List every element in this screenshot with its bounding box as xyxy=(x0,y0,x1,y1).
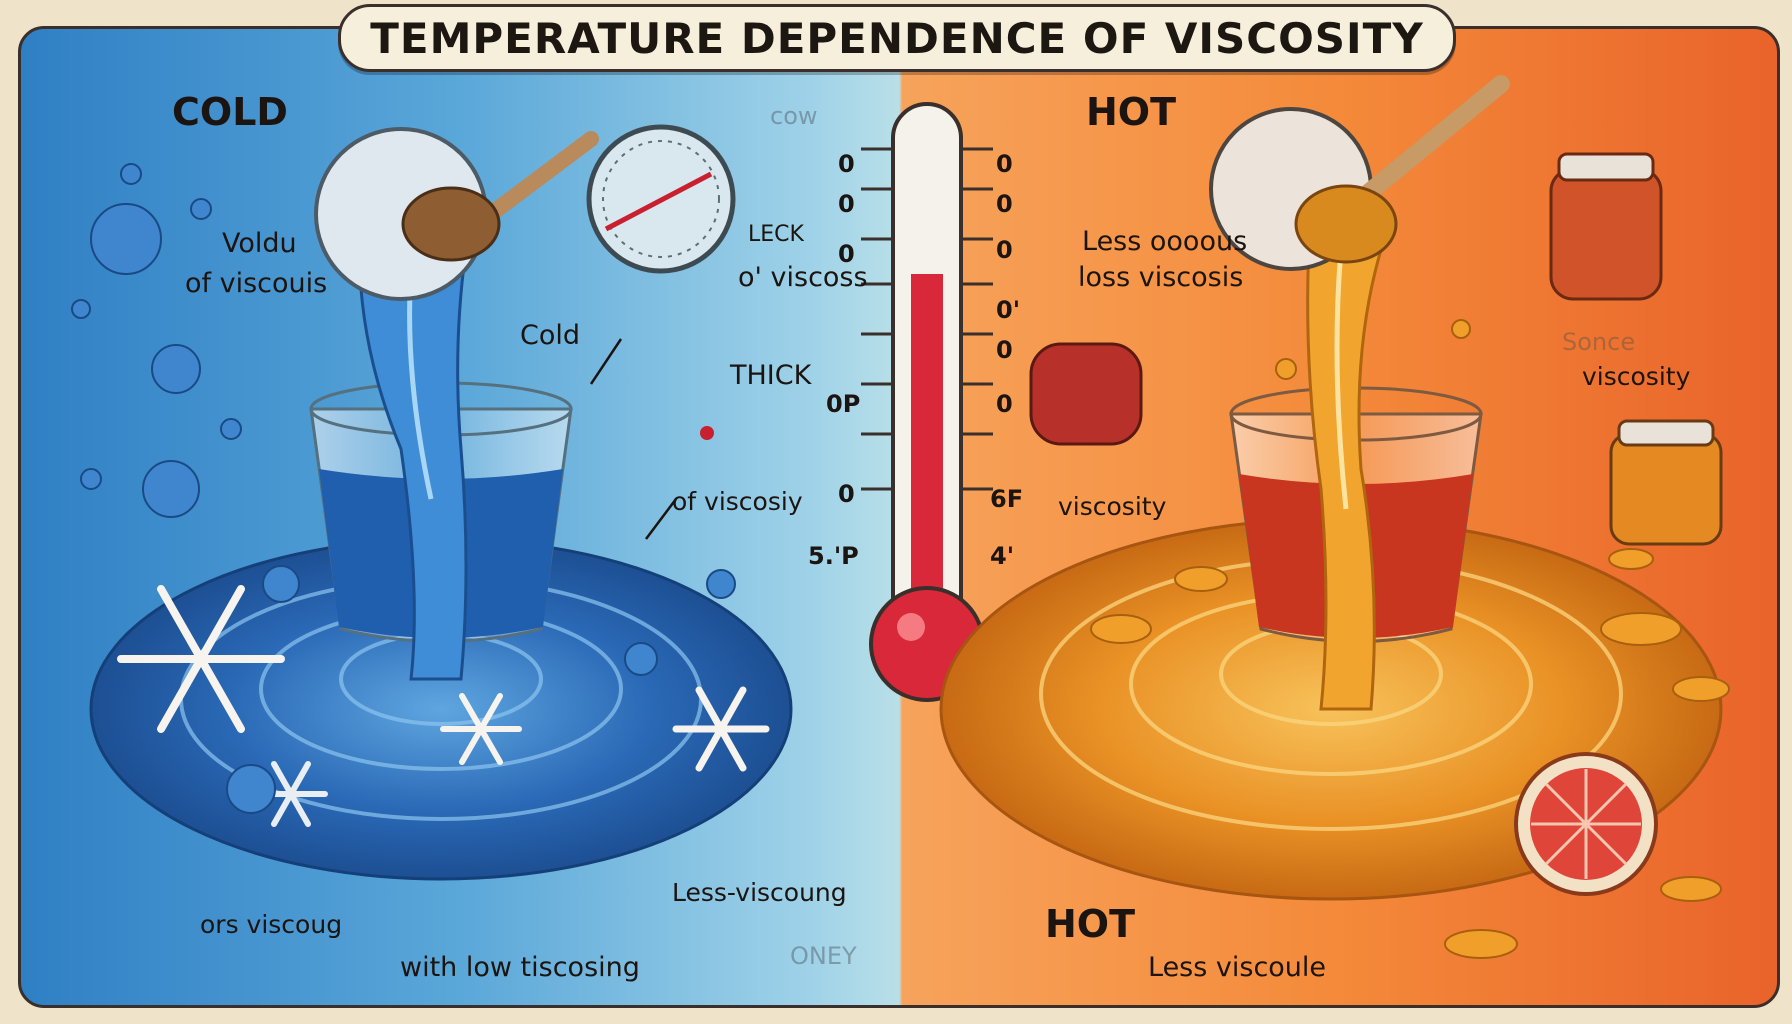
hot-label: viscosity xyxy=(1582,362,1691,391)
thermo-left-tick: 5.'P xyxy=(808,542,859,570)
thermo-right-tick: 0 xyxy=(996,336,1013,364)
hot-label: Less viscoule xyxy=(1148,952,1327,983)
hot-droplets xyxy=(1090,319,1730,959)
thermo-right-tick: 0' xyxy=(996,296,1021,324)
hot-label: viscosity xyxy=(1058,492,1167,521)
thermo-left-tick: 0 xyxy=(838,240,855,268)
thermometer xyxy=(861,102,993,702)
thermo-left-tick: 0 xyxy=(838,150,855,178)
title-banner: TEMPERATURE DEPENDENCE OF VISCOSITY xyxy=(338,4,1456,72)
cold-label: with low tiscosing xyxy=(400,952,640,983)
cold-label: Less-viscoung xyxy=(672,878,847,907)
cold-header: COLD xyxy=(172,90,288,134)
cold-dial xyxy=(586,124,736,274)
thermo-left-tick: 0 xyxy=(838,190,855,218)
thermo-right-tick: 4' xyxy=(990,542,1015,570)
hot-header: HOT xyxy=(1086,90,1177,134)
thermo-right-tick: 0 xyxy=(996,236,1013,264)
cold-honey-dipper xyxy=(314,127,599,301)
thermo-left-tick: 0 xyxy=(838,480,855,508)
cold-droplets xyxy=(71,163,736,814)
cold-label: cow xyxy=(770,102,818,130)
thermo-right-tick: 0 xyxy=(996,190,1013,218)
cold-label: ONEY xyxy=(790,942,857,970)
cold-label: LECK xyxy=(748,222,804,247)
honey-jar-icons xyxy=(1029,152,1723,546)
cold-label: ors viscoug xyxy=(200,910,343,939)
hot-label: loss viscosis xyxy=(1078,262,1244,293)
thermo-right-tick: 6F xyxy=(990,485,1024,513)
cold-label: Voldu xyxy=(222,228,297,259)
cold-stream xyxy=(357,207,473,681)
hot-label: Less oooous xyxy=(1082,226,1248,257)
hot-honey-dipper xyxy=(1209,75,1510,271)
hot-stream xyxy=(1306,207,1394,711)
thermo-right-tick: 0 xyxy=(996,150,1013,178)
cold-label: of viscouis xyxy=(185,268,328,299)
poster-frame xyxy=(18,26,1780,1008)
cold-label: of viscosiy xyxy=(672,487,803,516)
page-title: TEMPERATURE DEPENDENCE OF VISCOSITY xyxy=(370,13,1424,63)
illustration-canvas xyxy=(71,75,1730,959)
cold-pointers xyxy=(589,338,714,540)
cold-label: Cold xyxy=(520,320,581,351)
thermo-left-tick: 0P xyxy=(826,390,861,418)
hot-label: Sonce xyxy=(1562,328,1636,356)
grapefruit-icon xyxy=(1514,752,1658,896)
cold-label: o' viscoss xyxy=(738,262,868,293)
snowflake-icons xyxy=(117,585,770,827)
thermo-right-tick: 0 xyxy=(996,390,1013,418)
cold-label: THICK xyxy=(730,360,812,391)
hot-header-bottom: HOT xyxy=(1045,902,1136,946)
